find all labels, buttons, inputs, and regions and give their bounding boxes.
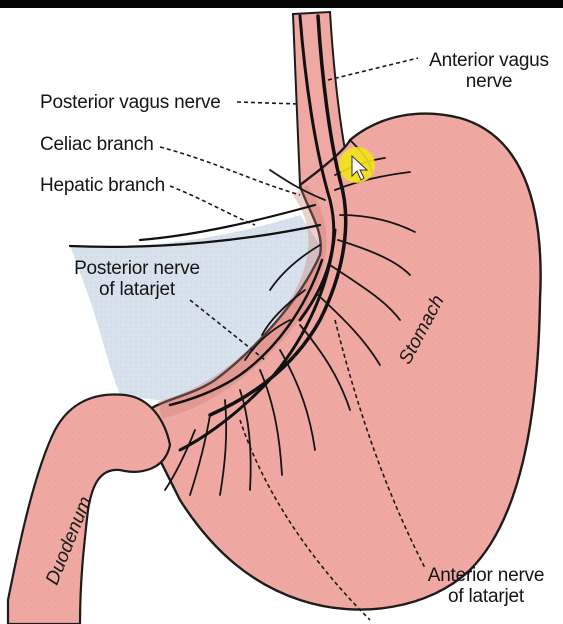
label-anterior-vagus-line1: Anterior vagus (418, 50, 560, 71)
label-anterior-latarjet-line1: Anterior nerve (412, 565, 560, 586)
label-anterior-vagus: Anterior vagus nerve (418, 50, 560, 92)
label-posterior-latarjet-line2: of latarjet (62, 279, 212, 300)
label-anterior-vagus-line2: nerve (418, 71, 560, 92)
label-posterior-vagus: Posterior vagus nerve (40, 92, 221, 113)
label-hepatic-branch: Hepatic branch (40, 175, 165, 196)
label-anterior-latarjet-line2: of latarjet (412, 586, 560, 607)
label-anterior-latarjet: Anterior nerve of latarjet (412, 565, 560, 607)
label-celiac-branch: Celiac branch (40, 134, 154, 155)
label-posterior-latarjet: Posterior nerve of latarjet (62, 258, 212, 300)
label-posterior-latarjet-line1: Posterior nerve (62, 258, 212, 279)
